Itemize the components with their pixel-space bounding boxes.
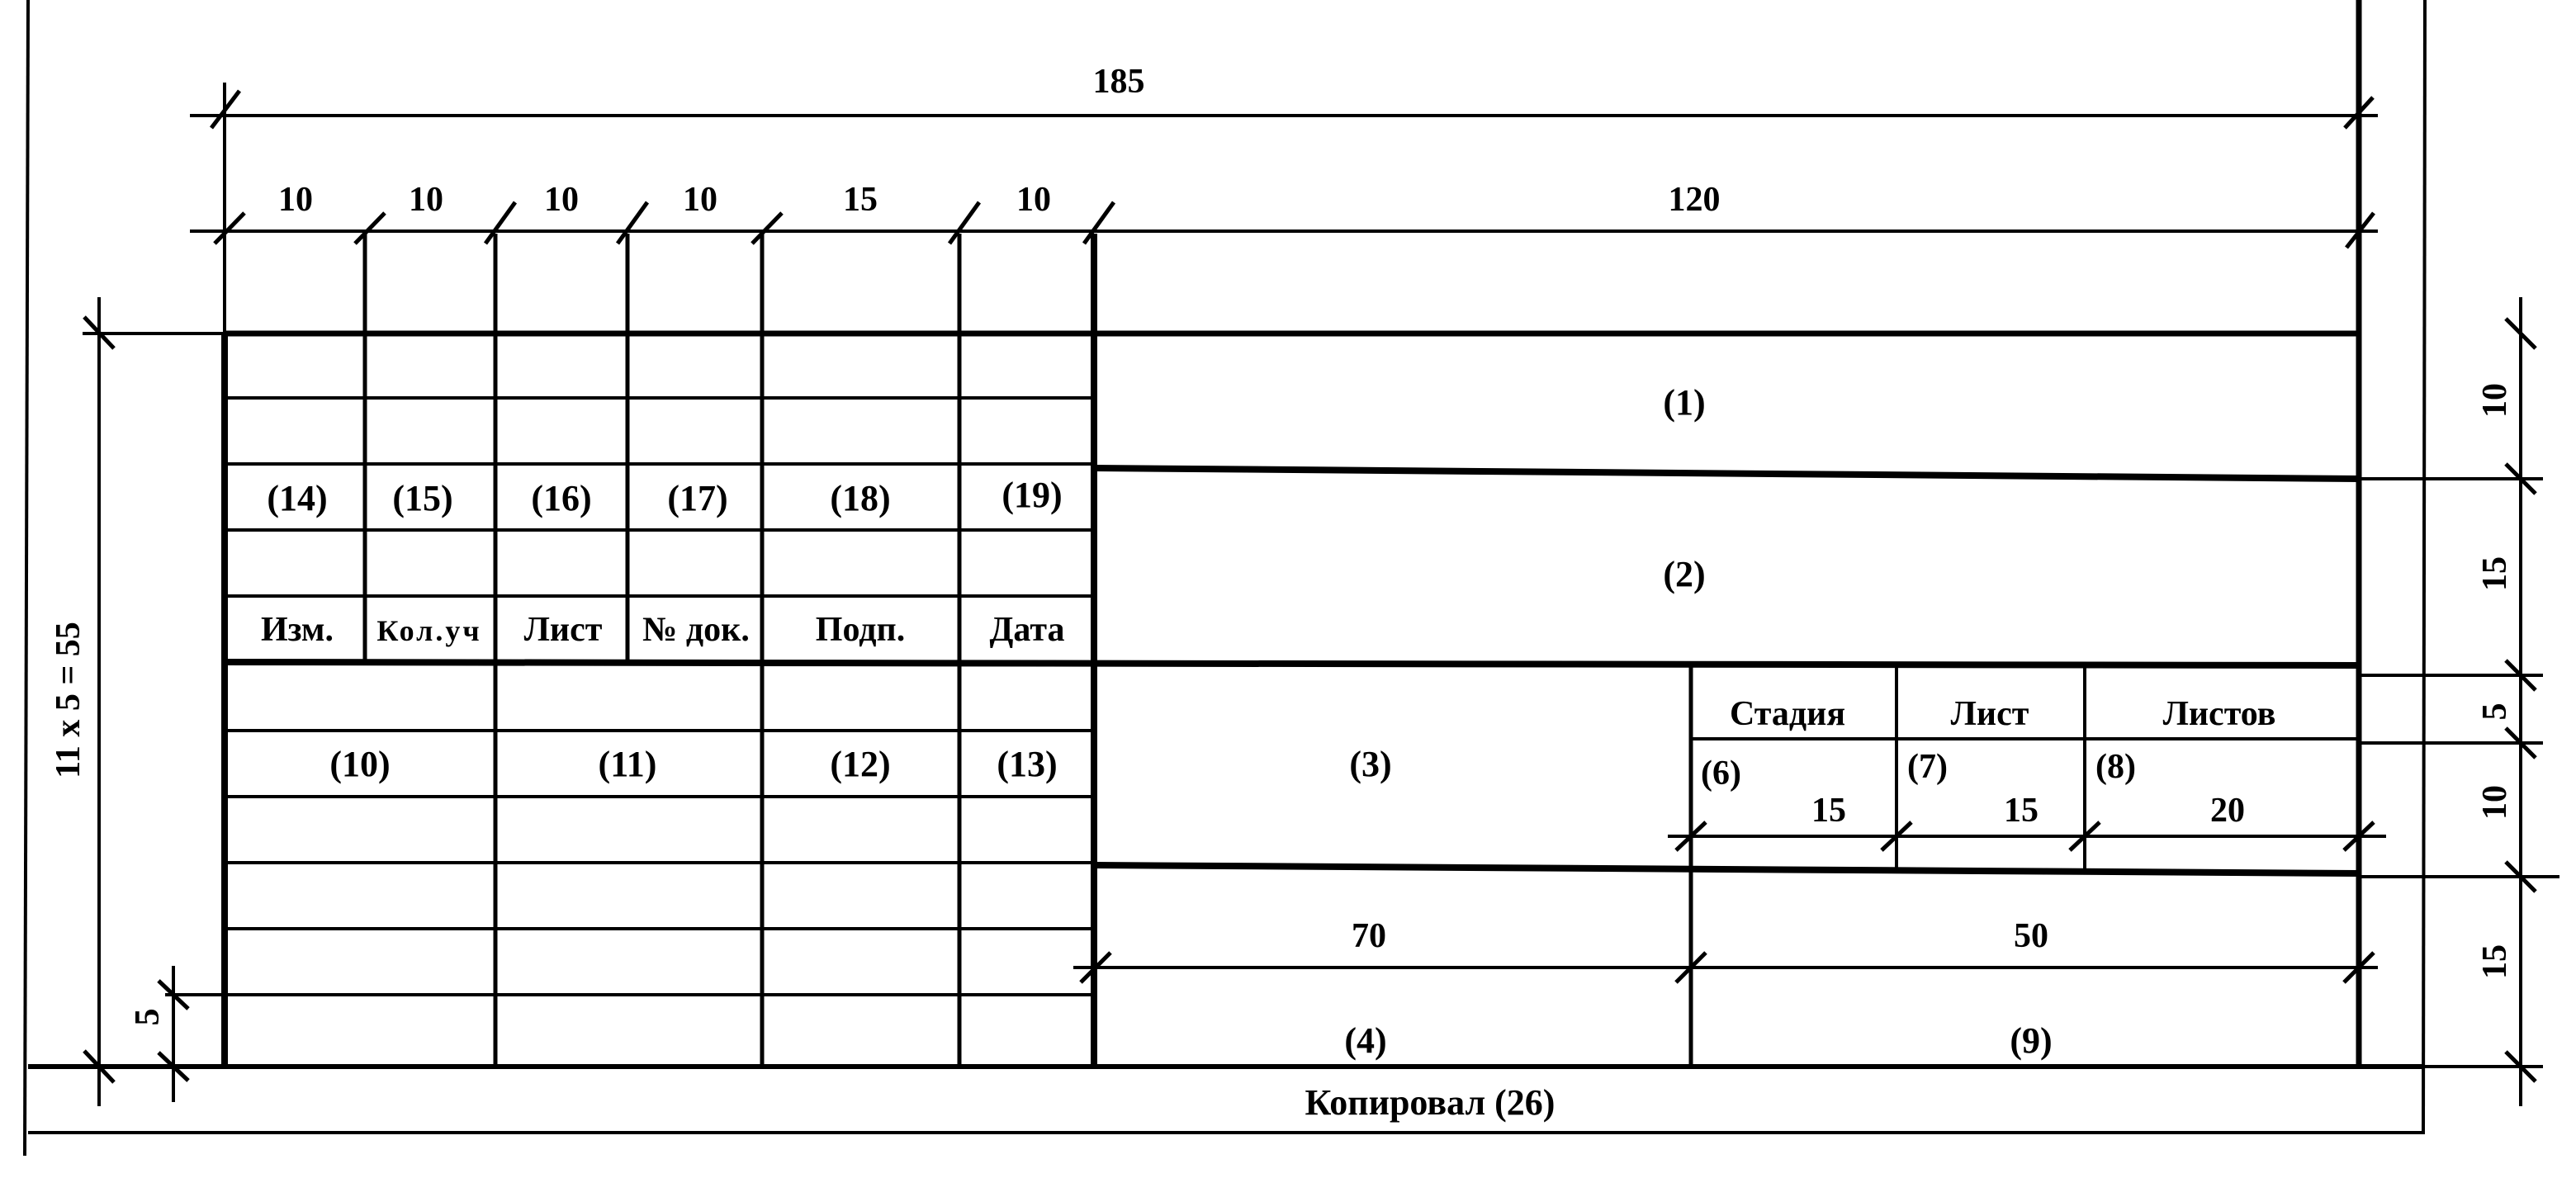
tick-5 bbox=[157, 1051, 190, 1082]
dim-label-total-height: 11 x 5 = 55 bbox=[50, 622, 88, 778]
dim-label-stage-width: 15 bbox=[2004, 792, 2039, 830]
tick-70-50 bbox=[1674, 951, 1707, 984]
tick-5 bbox=[157, 979, 190, 1010]
dim-label-row-pitch: 5 bbox=[129, 1009, 167, 1026]
tick-col bbox=[751, 211, 784, 245]
tick-right bbox=[2504, 1050, 2537, 1083]
dim-label-row-height: 5 bbox=[2476, 703, 2514, 721]
tick-col bbox=[213, 211, 246, 245]
dimension-labels: 185 10 10 10 10 15 10 120 11 x 5 = 55 5 … bbox=[50, 63, 2514, 1026]
dim-label-col: 10 bbox=[278, 181, 313, 219]
field-label-17: (17) bbox=[667, 478, 727, 518]
left-frame-line bbox=[23, 0, 30, 1157]
tick-col bbox=[483, 201, 518, 245]
stage-header: Стадия bbox=[1730, 695, 1845, 733]
field-label-1: (1) bbox=[1663, 382, 1705, 423]
dim-label-col: 10 bbox=[683, 181, 717, 219]
tick-right bbox=[2504, 462, 2537, 495]
header-izm: Изм. bbox=[261, 611, 334, 649]
field-labels: (14) (15) (16) (17) (18) (19) bbox=[267, 475, 1062, 518]
dim-label-col: 10 bbox=[409, 181, 443, 219]
tick-col bbox=[1082, 201, 1116, 245]
field-label-18: (18) bbox=[830, 478, 890, 518]
field-label-8: (8) bbox=[2095, 748, 2136, 786]
field-label-4: (4) bbox=[1344, 1020, 1386, 1061]
dim-label-stage-width: 20 bbox=[2210, 792, 2245, 830]
tick-70-50 bbox=[2342, 951, 2375, 984]
header-kol-uch: Кол.уч bbox=[376, 614, 481, 647]
dim-label-bottom-right: 50 bbox=[2014, 917, 2048, 955]
field-label-9: (9) bbox=[2010, 1020, 2052, 1061]
tick-right bbox=[2504, 317, 2537, 350]
dim-label-stage-width: 15 bbox=[1811, 792, 1846, 830]
tick-right bbox=[2504, 860, 2537, 893]
dim-label-right-block: 120 bbox=[1669, 181, 1721, 219]
dim-label-row-height: 15 bbox=[2476, 944, 2514, 979]
tick-col bbox=[615, 201, 650, 245]
field-label-13: (13) bbox=[997, 744, 1057, 784]
field-label-3: (3) bbox=[1349, 744, 1391, 784]
tick-55-bottom bbox=[83, 1049, 116, 1084]
tick-stage bbox=[1880, 821, 1913, 852]
field-label-10: (10) bbox=[329, 744, 390, 784]
column-headers: Изм. Кол.уч Лист № док. Подп. Дата bbox=[261, 611, 1065, 649]
header-data: Дата bbox=[990, 611, 1065, 649]
left-header-bottom bbox=[224, 659, 2360, 669]
stage-block-labels: Стадия Лист Листов (6) (7) (8) bbox=[1701, 695, 2275, 792]
field-label-14: (14) bbox=[267, 478, 327, 518]
field-label-11: (11) bbox=[599, 744, 657, 784]
frame bbox=[23, 0, 2427, 1157]
copied-label: Копировал (26) bbox=[1305, 1082, 1556, 1123]
field-label-19: (19) bbox=[1002, 475, 1062, 515]
lower-field-labels: (10) (11) (12) (13) (1) (2) (3) (4) (9) bbox=[329, 382, 2052, 1061]
sheet-header: Лист bbox=[1951, 695, 2029, 733]
tick-70-50 bbox=[1079, 951, 1112, 984]
dimension-lines bbox=[83, 83, 2559, 1106]
tick-stage bbox=[2068, 821, 2101, 852]
tick-col bbox=[947, 201, 982, 245]
tick-col bbox=[2345, 211, 2375, 249]
tick-right bbox=[2504, 726, 2537, 759]
sheets-header: Листов bbox=[2163, 695, 2276, 733]
field-label-16: (16) bbox=[531, 478, 591, 518]
dim-label-bottom-left: 70 bbox=[1352, 917, 1386, 955]
field-label-6: (6) bbox=[1701, 755, 1741, 792]
dim-label-overall: 185 bbox=[1093, 63, 1145, 101]
field-label-15: (15) bbox=[392, 478, 452, 518]
title-block-grid bbox=[221, 234, 2360, 1067]
dim-label-col: 15 bbox=[843, 181, 878, 219]
field-label-12: (12) bbox=[830, 744, 890, 784]
dim-label-row-height: 10 bbox=[2476, 785, 2514, 820]
dim-label-col: 10 bbox=[1016, 181, 1051, 219]
dim-label-row-height: 15 bbox=[2476, 556, 2514, 591]
dim-label-col: 10 bbox=[544, 181, 579, 219]
right-row-line bbox=[1095, 465, 2360, 482]
field-label-7: (7) bbox=[1907, 748, 1948, 786]
tick-55-top bbox=[83, 315, 116, 350]
dim-label-row-height: 10 bbox=[2476, 383, 2514, 418]
header-doc-no: № док. bbox=[642, 611, 750, 649]
tick-stage bbox=[1674, 821, 1707, 852]
tick-col bbox=[353, 211, 386, 245]
right-row-line bbox=[1095, 862, 2360, 877]
field-label-2: (2) bbox=[1663, 554, 1705, 594]
tick-right bbox=[2504, 659, 2537, 692]
header-podp: Подп. bbox=[816, 611, 905, 649]
tick-stage bbox=[2342, 821, 2375, 852]
header-list: Лист bbox=[524, 611, 603, 649]
right-frame-line bbox=[2422, 0, 2427, 1133]
